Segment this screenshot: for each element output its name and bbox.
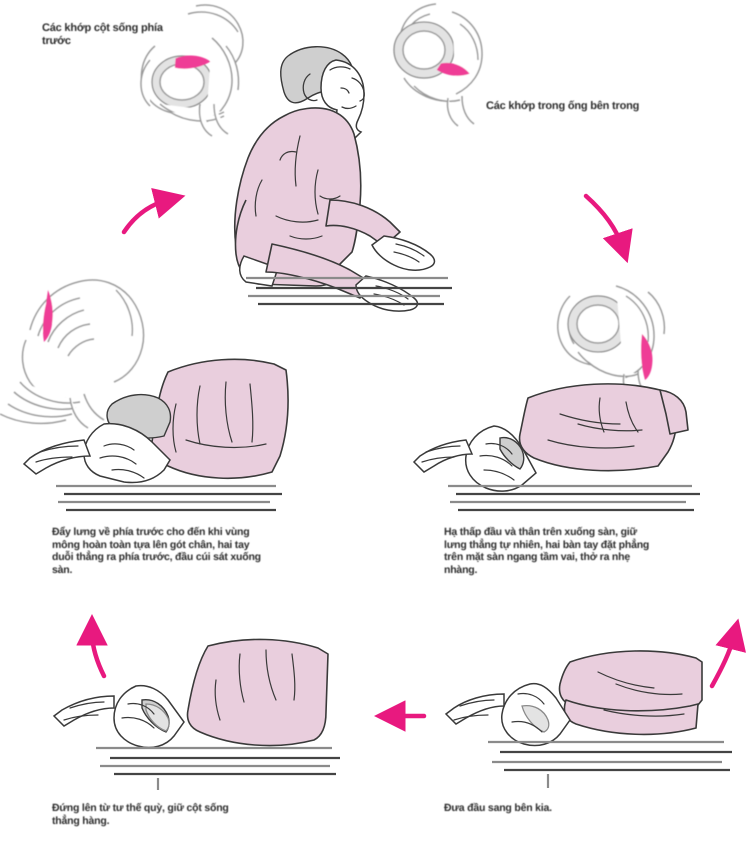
flow-arrow-upper-right: [583, 193, 633, 264]
spine-diagram-mid-right: [557, 285, 666, 403]
figure-full-prostration-bottom-right: [444, 650, 732, 788]
caption-bottom-right: Đưa đầu sang bên kia.: [444, 802, 552, 814]
flow-arrow-lower-right: [709, 618, 747, 689]
figure-rising-bottom-left: [52, 638, 340, 790]
caption-mid-right: Hạ thấp đầu và thân trên xuống sàn, giữ …: [444, 526, 650, 576]
caption-top-left: Các khớp cột sống phía trước: [42, 22, 163, 47]
caption-bottom-left: Đứng lên từ tư thế quỳ, giữ cột sống thẳ…: [52, 802, 229, 827]
flow-arrow-upper-left: [121, 188, 186, 235]
spine-diagram-mid-left: [0, 279, 145, 429]
figure-bowing-mid-left: [22, 358, 289, 512]
figure-seated-kneeling: [233, 46, 452, 312]
caption-mid-left: Đẩy lưng về phía trước cho đến khi vùng …: [52, 526, 261, 576]
figure-prostrating-mid-right: [412, 383, 700, 512]
spine-pelvis-diagram-top-right: [393, 3, 483, 127]
flow-arrow-lower-left: [76, 614, 108, 679]
caption-top-right: Các khớp trong ống bên trong: [486, 100, 640, 112]
